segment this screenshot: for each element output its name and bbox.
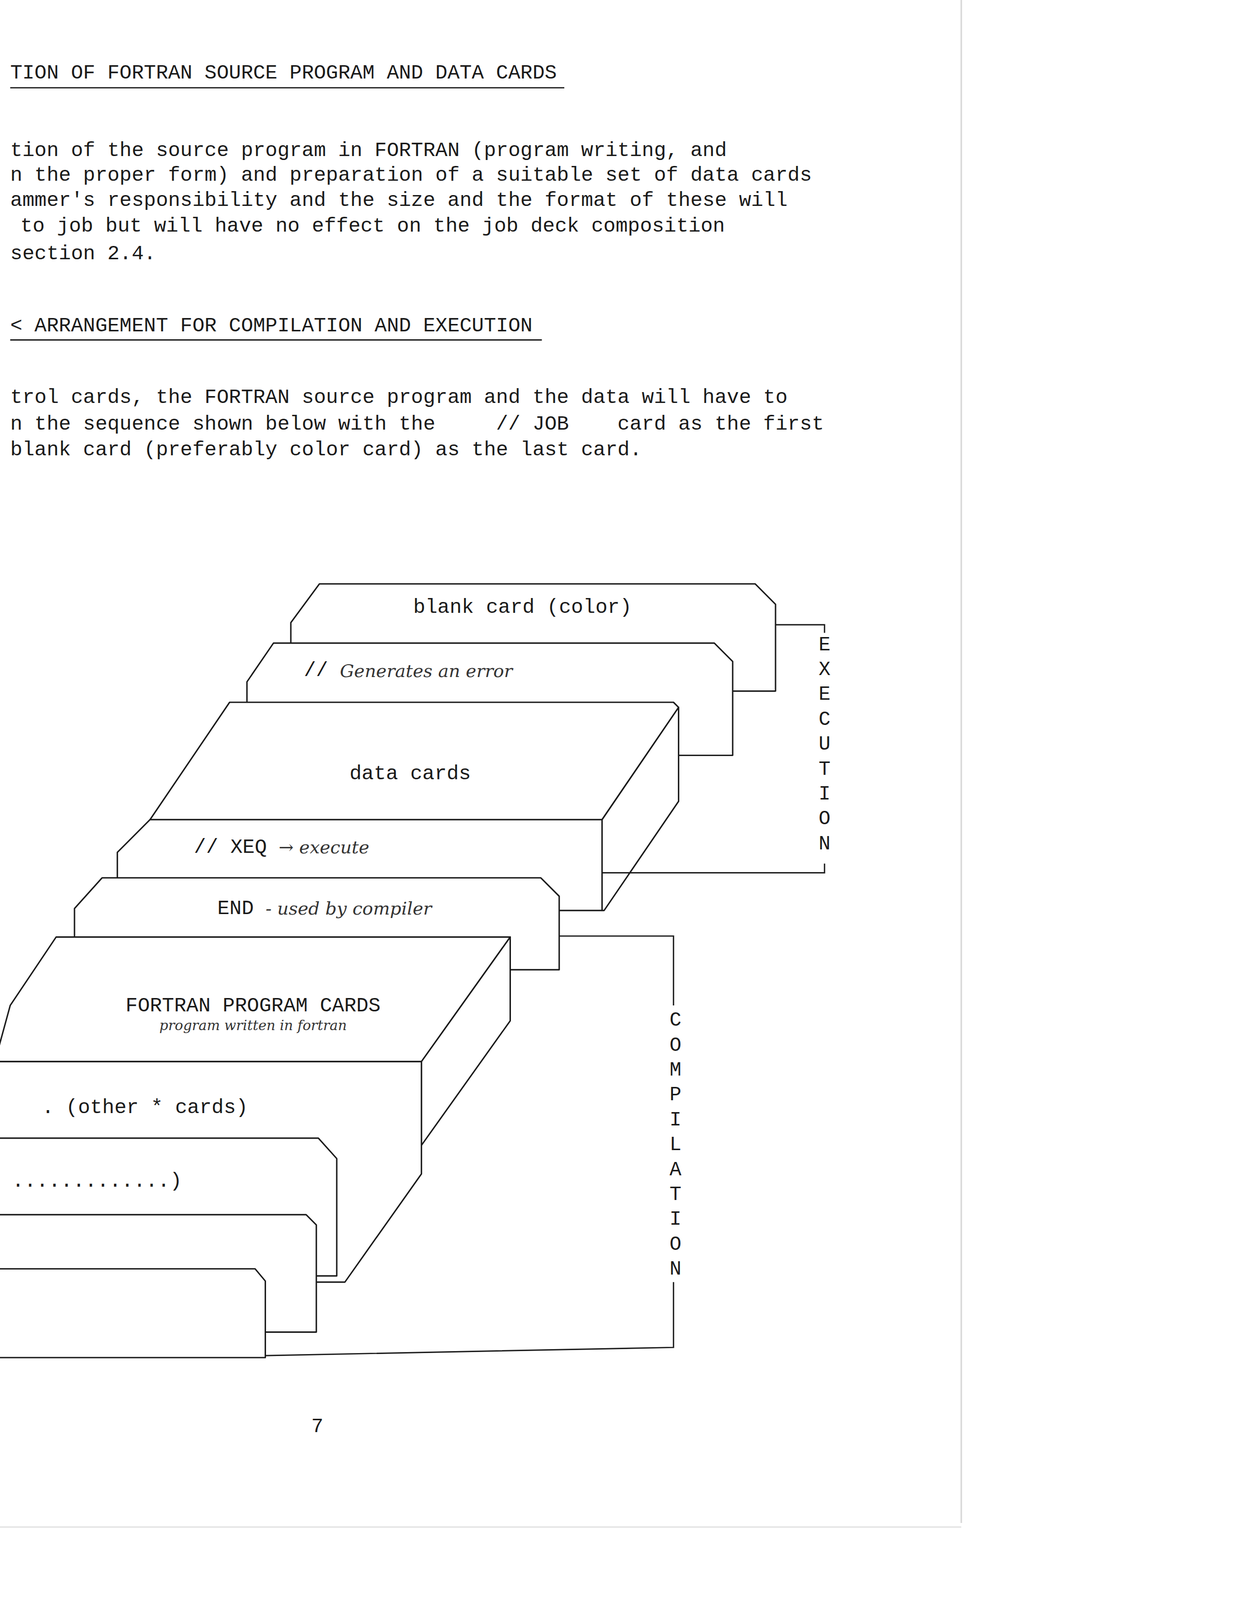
section-heading: < ARRANGEMENT FOR COMPILATION AND EXECUT… [10,314,533,339]
body-text: blank card (preferably color card) as th… [10,438,642,462]
punched-card [150,702,679,820]
scan-edge [0,1525,962,1528]
card-text: FORTRAN PROGRAM CARDS [125,993,381,1017]
body-text: section 2.4. [10,242,156,266]
body-text: tion of the source program in FORTRAN (p… [10,139,728,163]
illustration-group [0,0,962,1527]
body-text: to job but will have no effect on the jo… [20,214,725,238]
bracket-label: EXECUTION [814,632,835,858]
handwritten-note: Generates an error [340,660,513,681]
card-text: (other * cards) [65,1095,248,1119]
bracket-line [559,935,674,1006]
card-label: . (other * cards) [41,1095,249,1119]
section-title: TION OF FORTRAN SOURCE PROGRAM AND DATA … [10,61,557,85]
body-text: ammer's responsibility and the size and … [10,189,788,213]
card-text: blank card (color) [413,595,632,619]
punched-card [421,936,511,1146]
body-text: n the sequence shown below with the // J… [10,412,824,436]
body-text: trol cards, the FORTRAN source program a… [10,386,788,410]
bracket-line [732,690,776,692]
bracket-line [10,86,565,89]
scan-edge [960,0,963,1523]
punched-card [602,706,679,910]
bracket-line [265,1281,674,1356]
bracket-line [602,863,825,873]
punched-card [0,1268,266,1358]
card-text: // XEQ [194,835,268,859]
bracket-label: COMPILATION [665,1008,686,1282]
card-label: FORTRAN PROGRAM CARDSprogram written in … [125,993,381,1033]
handwritten-note: → execute [278,836,370,858]
bracket-line [10,339,543,341]
card-label: blank card (color) [413,595,632,619]
card-label: END - used by compiler [217,897,432,920]
card-text: // [303,659,328,682]
card-text: .............) [11,1169,182,1193]
handwritten-note: - used by compiler [265,897,432,919]
card-label: // XEQ → execute [194,835,370,859]
punched-card [0,936,511,1062]
body-text: n the proper form) and preparation of a … [10,163,813,188]
card-text: . [41,1095,55,1119]
page-number: 7 [311,1414,324,1439]
card-label: // Generates an error [303,659,513,682]
bracket-line [775,624,825,633]
card-label: .............) [11,1169,182,1193]
handwritten-note: program written in fortran [159,1016,348,1033]
card-text: data cards [349,762,471,785]
card-text: END [217,897,254,920]
card-label: data cards [349,762,471,785]
